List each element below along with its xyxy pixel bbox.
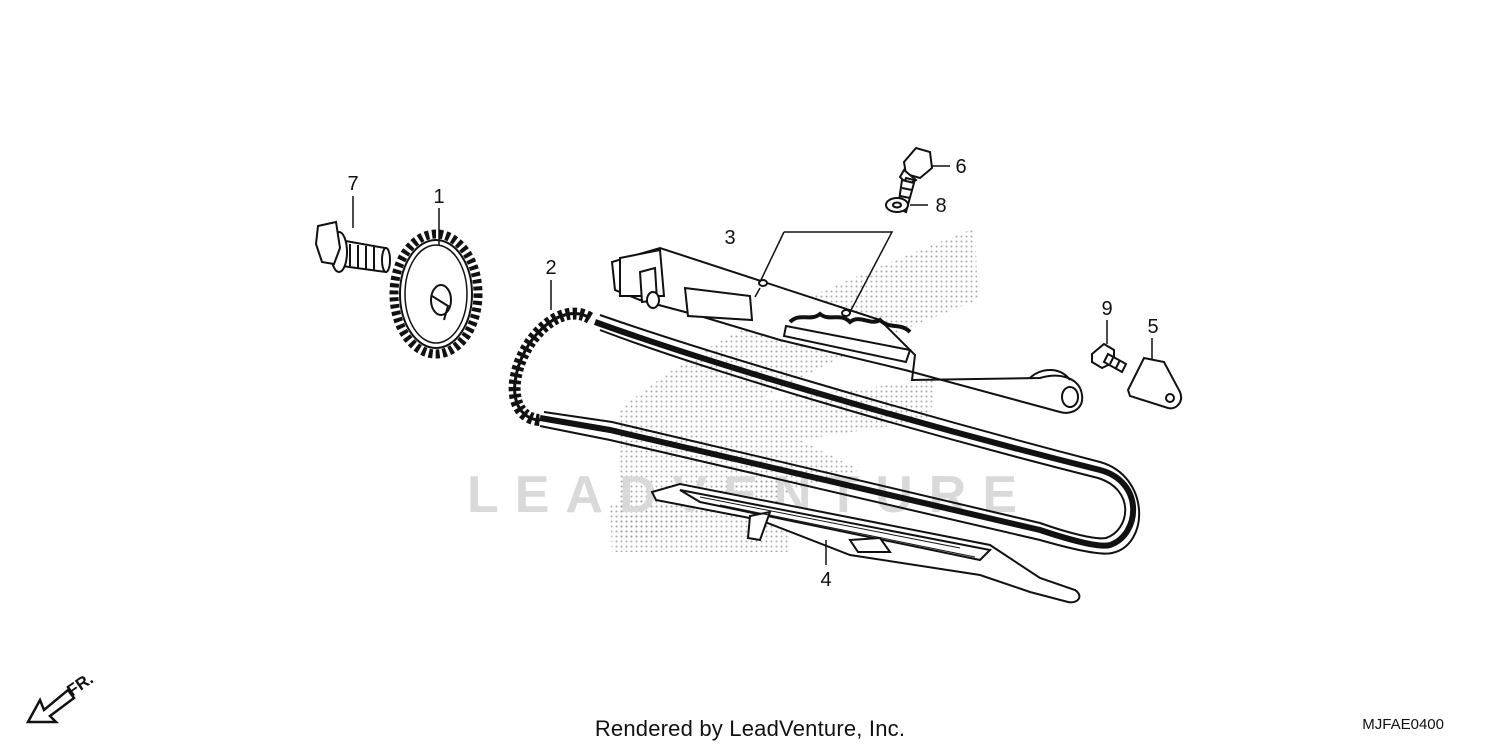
callout-6: 6	[955, 156, 966, 178]
callout-2: 2	[545, 257, 556, 279]
leader-line-3	[759, 231, 894, 313]
callout-3: 3	[724, 227, 735, 249]
cam-chain-part-2	[508, 307, 1141, 555]
callout-9: 9	[1101, 298, 1112, 320]
callout-7: 7	[347, 173, 358, 195]
callout-5: 5	[1147, 316, 1158, 338]
washer-part-8	[885, 197, 909, 213]
tensioner-wedge-part-5	[1126, 356, 1182, 410]
callout-1: 1	[433, 186, 444, 208]
front-direction-indicator: FR.	[25, 669, 97, 724]
cam-sprocket-part-1	[389, 229, 483, 359]
leader-lines	[352, 165, 1153, 565]
small-bolt-part-9	[1091, 342, 1128, 374]
chain-guide-part-4	[650, 482, 1081, 604]
callout-4: 4	[820, 569, 831, 591]
arrow-icon	[25, 688, 76, 724]
cam-chain-tensioner-part-3	[610, 246, 1084, 414]
callout-8: 8	[935, 195, 946, 217]
flange-bolt-part-7	[314, 220, 391, 274]
diagram-code: MJFAE0400	[1362, 716, 1444, 733]
credit-text: Rendered by LeadVenture, Inc.	[594, 716, 906, 741]
